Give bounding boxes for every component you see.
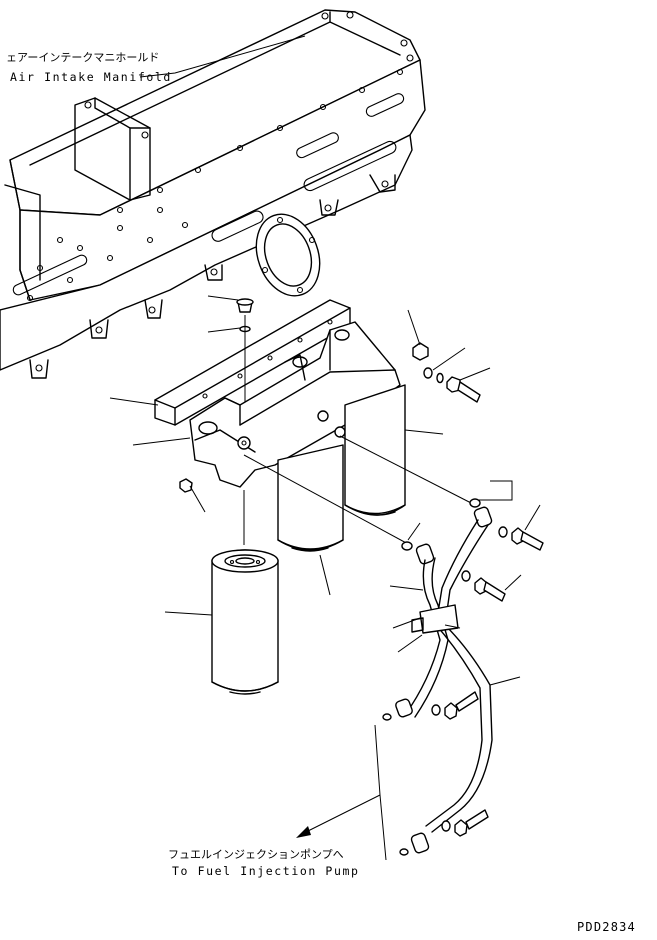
bolt-left xyxy=(179,478,193,493)
bolt-long xyxy=(446,376,481,403)
banjo-fitting-low xyxy=(395,698,413,718)
bolt-d xyxy=(474,577,506,602)
fuel-hose-b xyxy=(425,519,493,833)
washer-b xyxy=(436,372,444,384)
pump-label-en: To Fuel Injection Pump xyxy=(172,864,360,878)
filter-cartridge-front xyxy=(211,549,279,695)
air-intake-manifold xyxy=(0,9,426,379)
filter-cartridge-middle xyxy=(277,444,344,552)
pump-label-jp: フュエルインジェクションポンプへ xyxy=(168,848,344,861)
filter-cartridge-rear xyxy=(344,384,406,516)
pump-arrow-head xyxy=(296,826,311,838)
washer-a xyxy=(423,367,433,379)
washer-h xyxy=(431,704,441,716)
washer-c xyxy=(469,498,481,508)
hose-clamp xyxy=(411,604,459,634)
manifold-label-en: Air Intake Manifold xyxy=(10,70,172,84)
callout-leaders xyxy=(109,295,541,686)
banjo-fitting-mid xyxy=(415,543,435,565)
filter-head xyxy=(189,321,401,488)
pump-bracket xyxy=(374,724,387,861)
fuel-hose-a xyxy=(404,557,449,718)
bolt-f xyxy=(454,809,489,837)
fuel-line-leader-b xyxy=(243,454,411,546)
fuel-line-leader-a xyxy=(339,435,476,506)
washer-f xyxy=(461,570,471,582)
washer-e xyxy=(401,541,413,551)
washer-j xyxy=(441,820,451,832)
bolt-e xyxy=(444,691,479,720)
pump-arrow-line xyxy=(299,794,381,836)
banjo-fitting-bottom xyxy=(410,832,430,854)
washer-i xyxy=(399,848,409,856)
washer-g xyxy=(382,713,392,721)
drawing-code: PDD2834 xyxy=(577,920,636,934)
bolt-small xyxy=(412,342,429,361)
manifold-label-jp: ェアーインテークマニホールド xyxy=(6,51,160,64)
plug xyxy=(236,298,254,313)
bolt-c xyxy=(511,527,544,551)
washer-d xyxy=(498,526,508,538)
manifold-leader xyxy=(139,35,306,78)
banjo-fitting-top xyxy=(473,506,493,528)
